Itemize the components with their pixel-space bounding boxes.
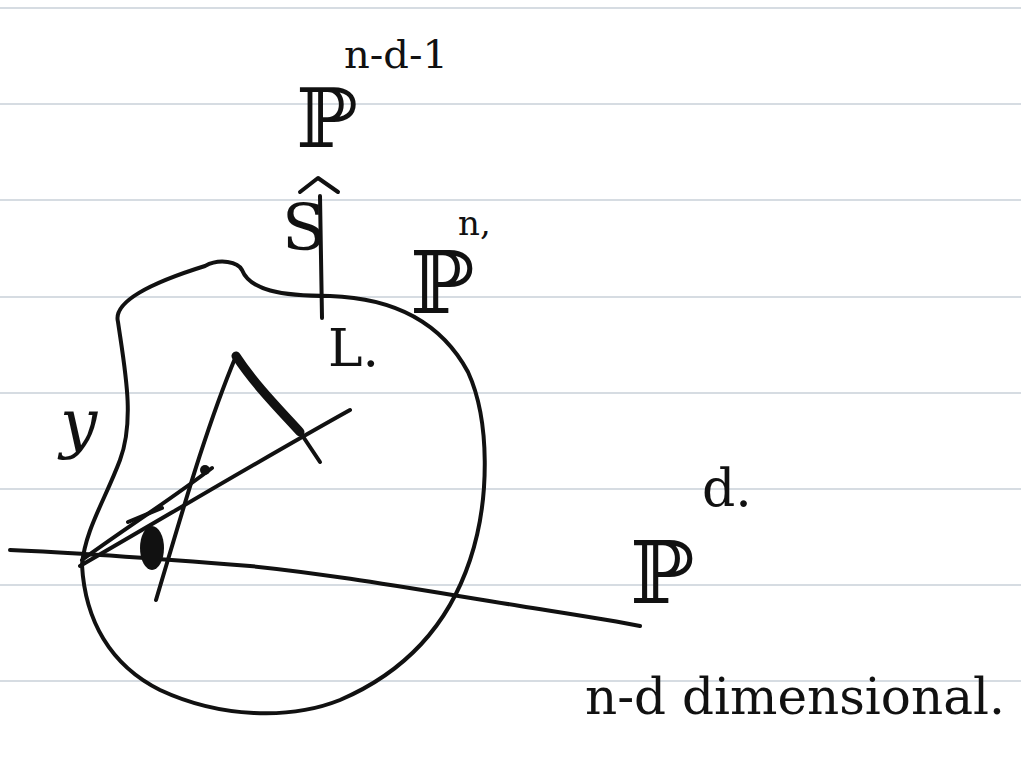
subspace-label: L.: [328, 322, 379, 374]
variety-outline: [82, 262, 485, 714]
hat-mark: [300, 178, 338, 192]
superscript: n-d-1: [344, 34, 448, 74]
superscript: d.: [702, 462, 752, 514]
projection-target-line: [10, 550, 640, 626]
annotation-note: n-d dimensional.: [585, 672, 1005, 722]
ruled-lines: [0, 8, 1021, 681]
short-stroke: [128, 508, 162, 522]
filled-point: [140, 526, 164, 570]
map-symbol: S: [282, 196, 326, 260]
space-symbol: ℙ: [410, 240, 475, 326]
subvariety-stroke: [156, 356, 236, 600]
variety-label: y: [60, 390, 97, 456]
secant-line: [80, 410, 350, 566]
superscript: n,: [458, 206, 491, 240]
subvariety-stroke: [300, 432, 320, 462]
space-symbol: ℙ: [296, 78, 358, 160]
subvariety-stroke: [236, 356, 300, 432]
point: [200, 465, 210, 475]
space-symbol: ℙ: [630, 530, 695, 616]
